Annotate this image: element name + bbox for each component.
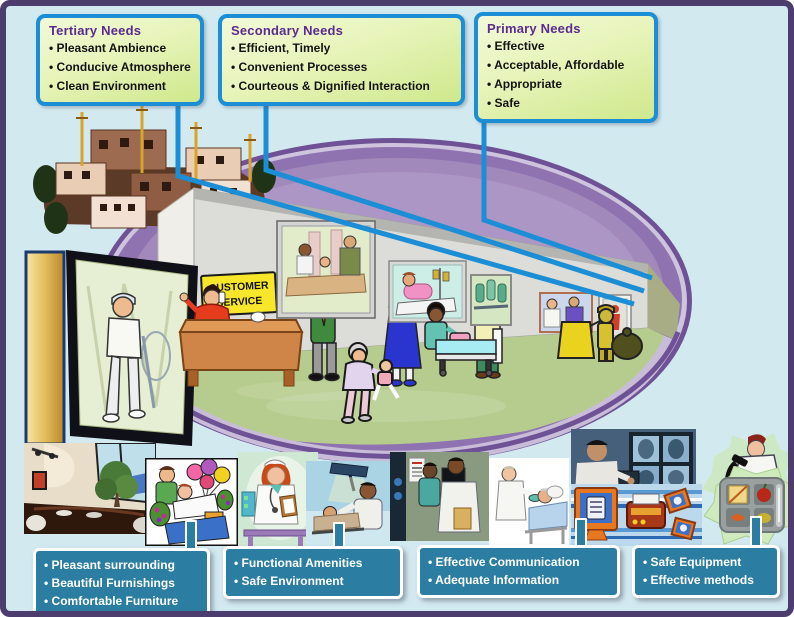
list-item: Adequate Information bbox=[428, 571, 607, 589]
secondary-needs-list: Efficient, Timely Convenient Processes C… bbox=[231, 39, 452, 96]
list-item: Safe Equipment bbox=[643, 553, 767, 571]
list-item: Conducive Atmosphere bbox=[49, 58, 191, 77]
list-item: Effective methods bbox=[643, 571, 767, 589]
list-item: Effective Communication bbox=[428, 553, 607, 571]
list-item: Courteous & Dignified Interaction bbox=[231, 77, 452, 96]
list-item: Pleasant surrounding bbox=[44, 556, 197, 574]
patient-visitors-balloons-image bbox=[145, 458, 238, 546]
primary-needs-list: Effective Acceptable, Affordable Appropr… bbox=[487, 37, 645, 113]
interior-photo-image bbox=[24, 443, 156, 534]
canteen-mural bbox=[276, 220, 376, 319]
hospital-scene-illustration: CUSTOMER SERVICE bbox=[24, 104, 692, 464]
nurse-hospital-bed bbox=[424, 301, 503, 377]
list-item: Clean Environment bbox=[49, 77, 191, 96]
secondary-needs-box: Secondary Needs Efficient, Timely Conven… bbox=[218, 14, 465, 106]
sign-line-1: CUSTOMER bbox=[208, 279, 269, 294]
sign-line-2: SERVICE bbox=[216, 295, 262, 309]
list-item: Appropriate bbox=[487, 75, 645, 94]
grandmother-with-child bbox=[341, 342, 400, 424]
tertiary-needs-box: Tertiary Needs Pleasant Ambience Conduci… bbox=[36, 14, 204, 106]
list-item: Functional Amenities bbox=[234, 554, 390, 572]
list-item: Safe Environment bbox=[234, 572, 390, 590]
secondary-connector-line bbox=[263, 105, 645, 294]
equipment-tag-box: Safe Equipment Effective methods bbox=[632, 545, 780, 598]
doctor-examination-image bbox=[306, 461, 396, 546]
secondary-needs-title: Secondary Needs bbox=[231, 23, 344, 38]
primary-needs-box: Primary Needs Effective Acceptable, Affo… bbox=[474, 12, 658, 123]
list-item: Beautiful Furnishings bbox=[44, 574, 197, 592]
top-connector-lines bbox=[175, 104, 653, 307]
list-item: Comfortable Furniture bbox=[44, 592, 197, 610]
list-item: Efficient, Timely bbox=[231, 39, 452, 58]
customer-service-desk bbox=[178, 285, 304, 387]
nurse-clipboard-image bbox=[238, 452, 318, 546]
list-item: Acceptable, Affordable bbox=[487, 56, 645, 75]
hospital-food-tray-image bbox=[704, 466, 788, 546]
list-item: Pleasant Ambience bbox=[49, 39, 191, 58]
tertiary-needs-title: Tertiary Needs bbox=[49, 23, 142, 38]
tertiary-needs-list: Pleasant Ambience Conducive Atmosphere C… bbox=[49, 39, 191, 96]
primary-needs-title: Primary Needs bbox=[487, 21, 581, 36]
list-item: Convenient Processes bbox=[231, 58, 452, 77]
list-item: Safe bbox=[487, 94, 645, 113]
nurse-feeding-patient-image bbox=[489, 458, 569, 546]
list-item: Effective bbox=[487, 37, 645, 56]
amenities-tag-box: Functional Amenities Safe Environment bbox=[223, 546, 403, 599]
communication-tag-box: Effective Communication Adequate Informa… bbox=[417, 545, 620, 598]
surgery-picture bbox=[470, 274, 512, 326]
framed-patient-painting bbox=[24, 250, 198, 446]
computer-network-image bbox=[571, 484, 702, 546]
janitor-with-cart bbox=[556, 304, 643, 362]
tertiary-connector-line bbox=[175, 104, 635, 307]
doctors-xray-review-image bbox=[390, 452, 489, 541]
ambience-tag-box: Pleasant surrounding Beautiful Furnishin… bbox=[33, 548, 210, 611]
primary-connector-line bbox=[481, 116, 653, 281]
